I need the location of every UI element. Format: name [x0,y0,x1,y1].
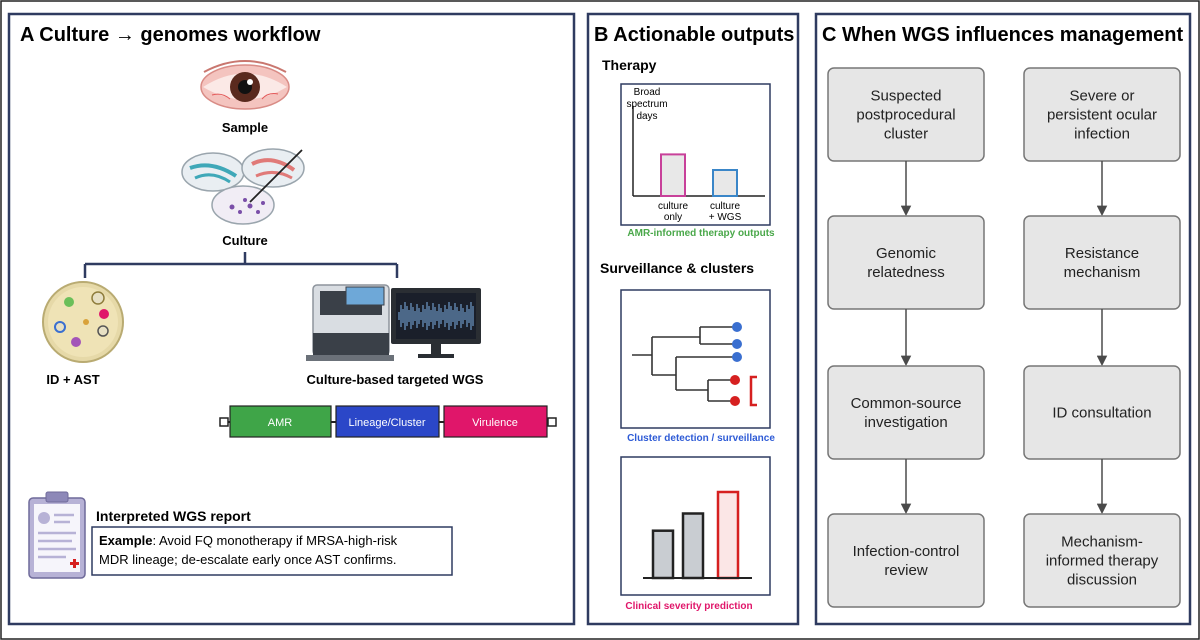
therapy-category-label: culture [710,201,740,212]
flow-box-text: investigation [864,414,947,431]
therapy-ylabel-line: spectrum [626,99,667,110]
therapy-category-label: only [664,212,682,223]
panel-a-border [7,12,576,626]
therapy-bar [712,169,738,197]
flow-box-text: Infection-control [853,543,960,560]
severity-bar [716,490,740,580]
flow-box [827,215,985,310]
example-label: Example [99,533,152,548]
panel-a: A Culture → genomes workflow Sample [7,12,576,626]
segment-amr-label: AMR [268,417,293,429]
example-line-1: Example: Avoid FQ monotherapy if MRSA-hi… [99,533,398,548]
clipboard-icon [28,491,86,579]
flow-box-text: postprocedural [856,107,955,124]
culture-label: Culture [222,233,268,248]
flow-box-text: mechanism [1064,264,1141,281]
flow-box-text: Genomic [876,245,937,262]
segment-virulence [443,405,548,438]
therapy-heading: Therapy [602,57,657,73]
segment-amr [229,405,332,438]
segment-lineage-label: Lineage/Cluster [348,417,425,429]
eye-icon [200,60,290,110]
severity-bar [681,512,705,580]
wgs-label: Culture-based targeted WGS [307,372,484,387]
flow-box [1023,513,1181,608]
flow-box-text: persistent ocular [1047,107,1157,124]
tree-node-blue-1 [732,322,742,332]
example-text-1: : Avoid FQ monotherapy if MRSA-high-risk [152,533,397,548]
panel-c: C When WGS influences management Suspect… [814,12,1192,626]
panel-c-title: C When WGS influences management [822,24,1184,46]
agar-plate-icon [42,281,124,363]
report-title: Interpreted WGS report [96,508,251,524]
flow-box [827,513,985,608]
panel-b-title: B Actionable outputs [594,24,794,46]
flow-box-text: Mechanism- [1061,534,1143,551]
tree-node-blue-3 [732,352,742,362]
tree-node-red-1 [730,375,740,385]
flow-box-text: ID consultation [1052,405,1151,422]
flow-box-text: Resistance [1065,245,1139,262]
panel-a-title: A Culture → genomes workflow [20,24,321,46]
severity-chart [643,490,752,580]
cluster-tree-frame [620,289,771,429]
therapy-ylabel-line: days [636,111,657,122]
cluster-caption: Cluster detection / surveillance [627,433,775,444]
id-ast-label: ID + AST [46,372,99,387]
therapy-category-label: culture [658,201,688,212]
cluster-bracket [749,375,757,407]
severity-bar [651,529,675,580]
flow-box-text: cluster [884,126,928,143]
panel-b-border [586,12,800,626]
petri-dish-icon [181,148,305,225]
severity-caption: Clinical severity prediction [625,601,752,612]
flow-box-text: infection [1074,126,1130,143]
branch-connector [83,252,399,278]
flow-box-text: Severe or [1069,88,1134,105]
example-box [91,526,453,576]
sample-label: Sample [222,120,268,135]
tree-node-blue-2 [732,339,742,349]
flow-box-text: Suspected [871,88,942,105]
flow-box [827,365,985,460]
example-line-2: MDR lineage; de-escalate early once AST … [99,552,396,567]
flow-box-text: relatedness [867,264,945,281]
panel-c-border [814,12,1192,626]
flow-box-text: informed therapy [1046,553,1159,570]
sequencer-icon [306,284,394,361]
flow-box-text: discussion [1067,572,1137,589]
surveillance-heading: Surveillance & clusters [600,260,754,276]
genome-segments: AMR Lineage/Cluster Virulence [219,405,557,438]
phylogenetic-tree [632,326,736,402]
therapy-ylabel-line: Broad [634,87,661,98]
flow-box-text: Common-source [851,395,962,412]
panel-b: B Actionable outputs Therapy Broadspectr… [586,12,800,626]
therapy-category-label: + WGS [709,212,742,223]
therapy-bar [660,153,686,197]
segment-virulence-label: Virulence [472,417,518,429]
therapy-chart-frame [620,83,771,226]
monitor-icon [391,288,481,358]
segment-lineage [335,405,440,438]
therapy-caption: AMR-informed therapy outputs [627,228,775,239]
flow-box-text: review [884,562,928,579]
flow-box [1023,215,1181,310]
tree-node-red-2 [730,396,740,406]
